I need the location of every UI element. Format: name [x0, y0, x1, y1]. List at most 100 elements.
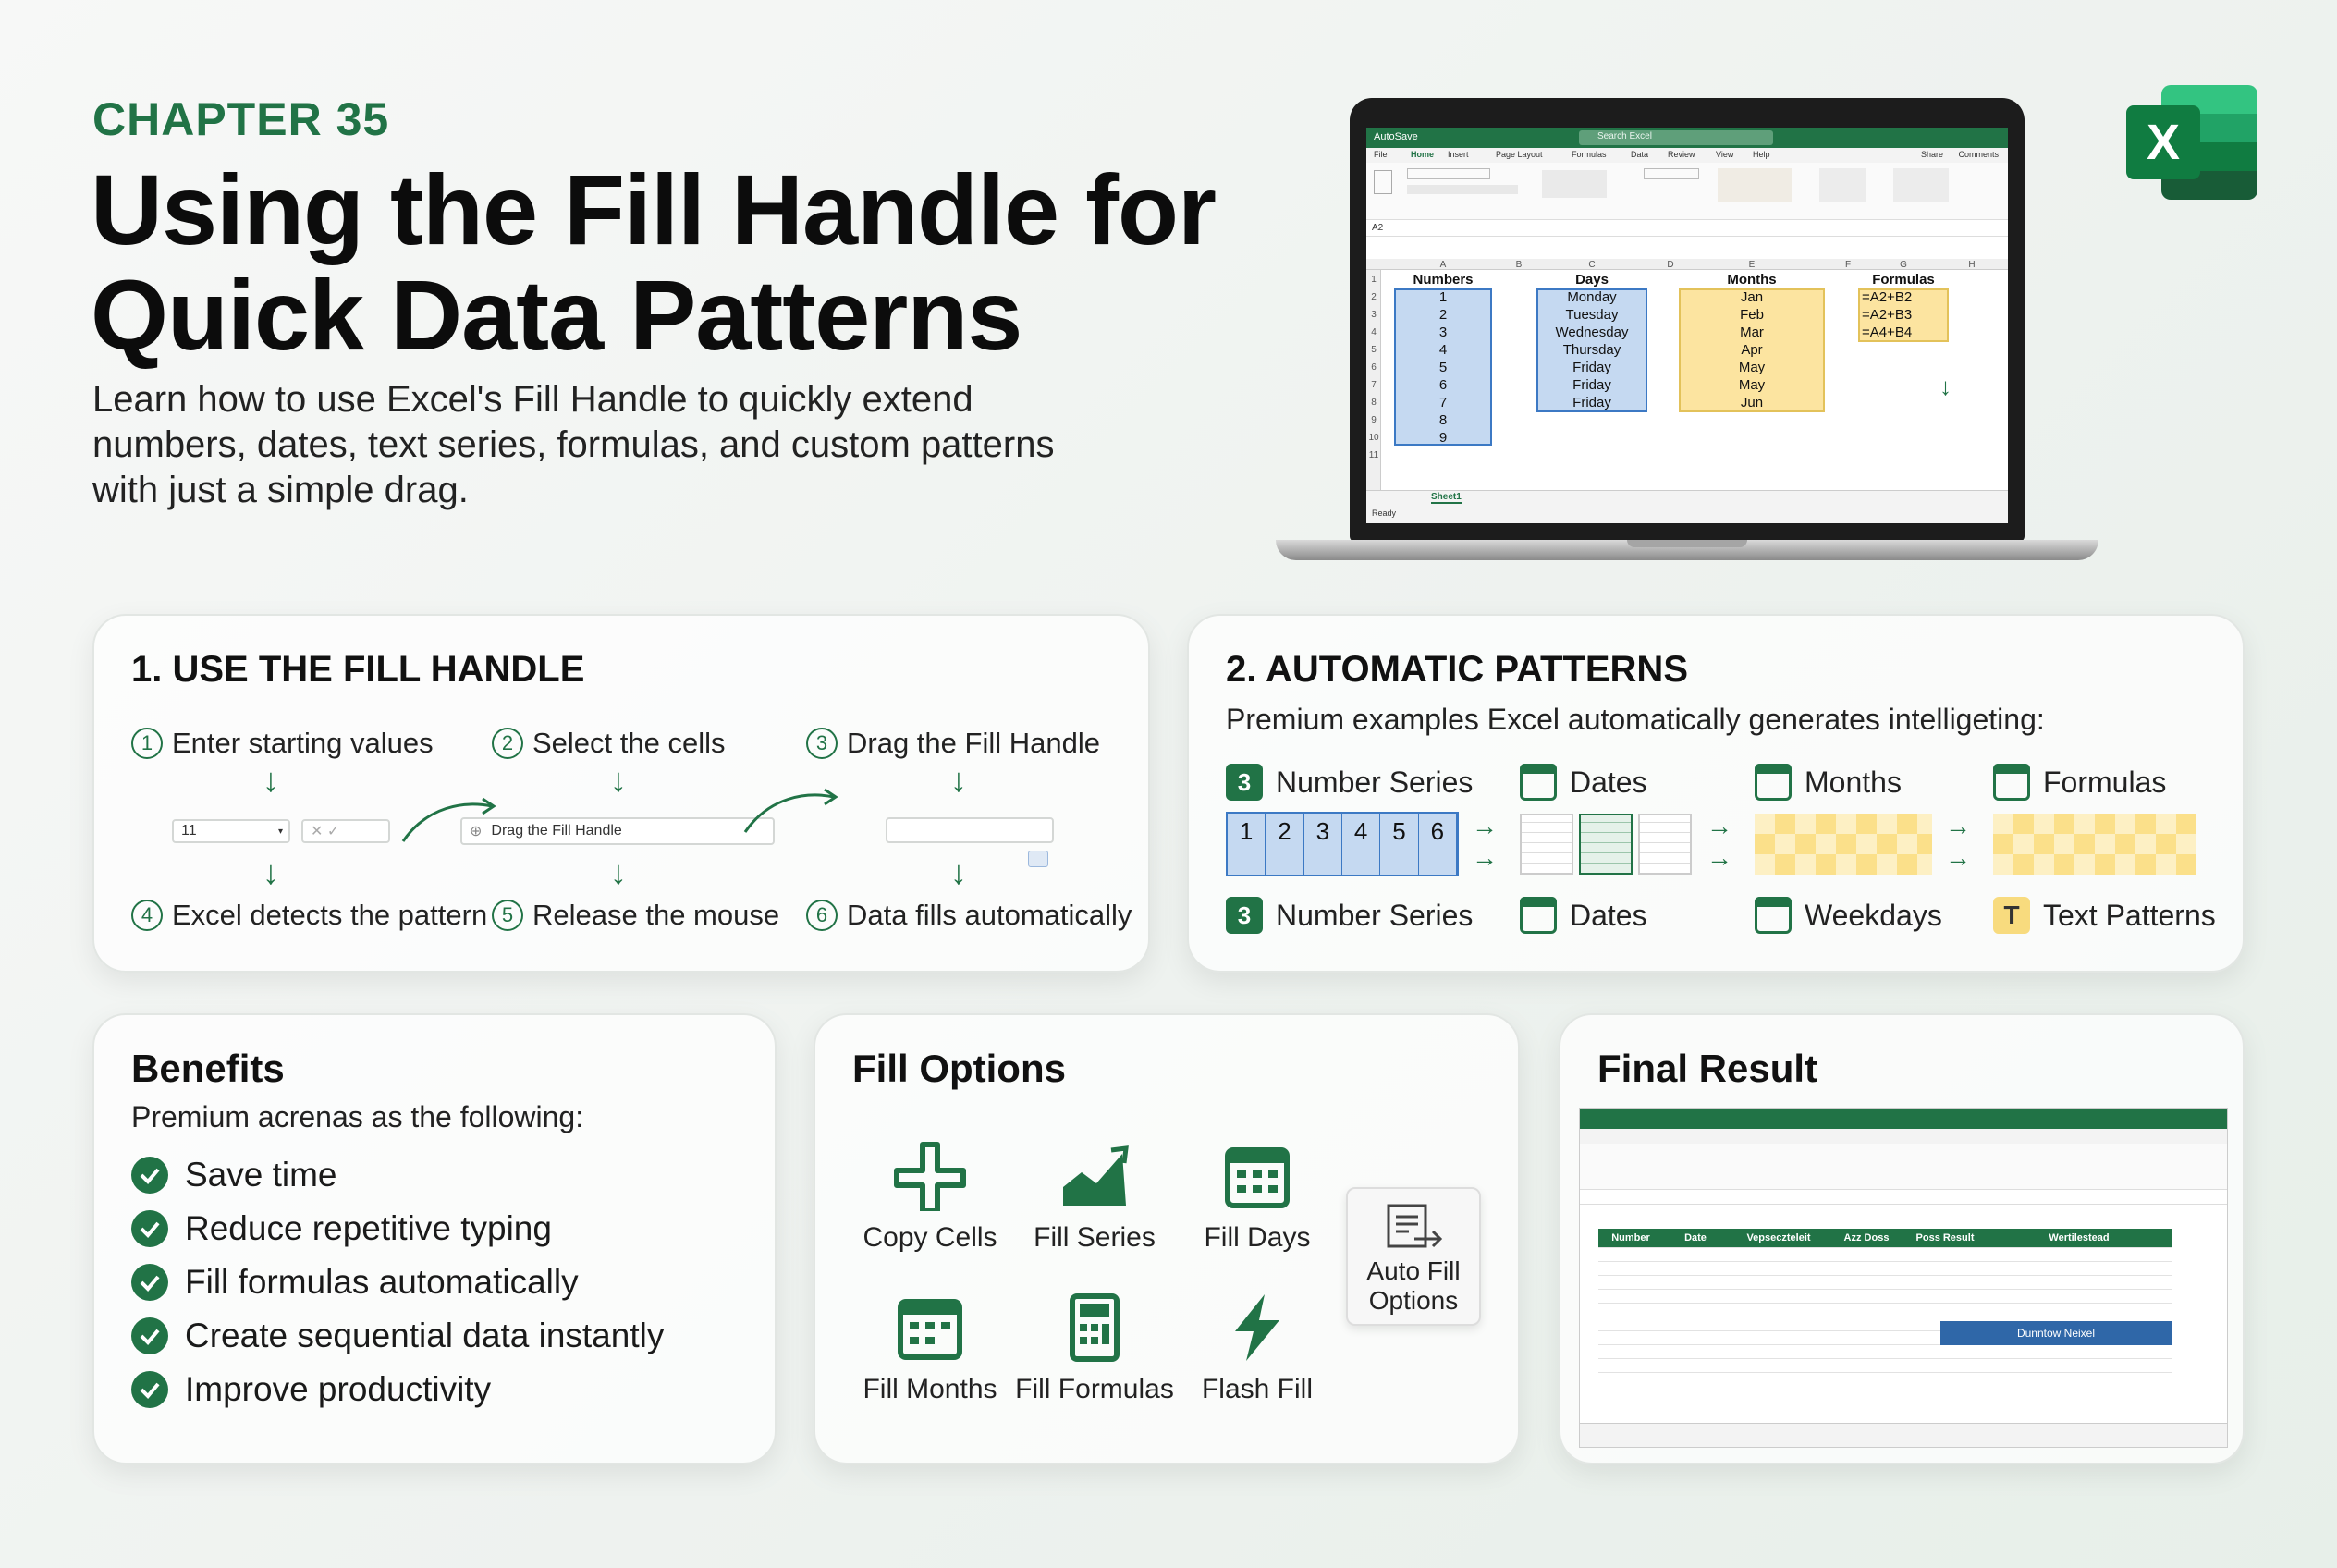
column-header-A[interactable]: A	[1439, 260, 1447, 270]
section1-title: 1. USE THE FILL HANDLE	[131, 649, 585, 690]
row-header[interactable]: 11	[1368, 450, 1379, 460]
column-header-G[interactable]: G	[1900, 260, 1907, 270]
page-subtitle: Learn how to use Excel's Fill Handle to …	[92, 379, 1055, 510]
cell-day[interactable]: Friday	[1572, 360, 1611, 375]
section2-subtitle: Premium examples Εxcel automatically gen…	[1226, 703, 2045, 736]
row-header[interactable]: 6	[1371, 362, 1377, 373]
benefits-subtitle: Premium acrenas as the following:	[131, 1100, 584, 1133]
cell-month[interactable]: May	[1738, 360, 1766, 375]
menu-item-formulas[interactable]: Formulas	[1572, 150, 1607, 159]
row-header[interactable]: 2	[1371, 292, 1377, 302]
number-cell: 6	[1419, 814, 1457, 875]
menu-item-data[interactable]: Data	[1631, 150, 1649, 159]
row-header[interactable]: 5	[1371, 345, 1377, 355]
row-header[interactable]: 3	[1371, 310, 1377, 320]
search-box[interactable]: Search Excel	[1579, 130, 1773, 145]
final-column-header: Vepseczteleit	[1746, 1232, 1811, 1243]
calendar-icon	[898, 1299, 962, 1360]
cell-formula[interactable]: =A2+B3	[1862, 307, 1913, 323]
cell-day[interactable]: Tuesday	[1565, 307, 1619, 323]
flash-fill-option[interactable]: Flash Fill	[1174, 1292, 1340, 1405]
column-header-H[interactable]: H	[1968, 260, 1976, 270]
menu-item-review[interactable]: Review	[1668, 150, 1695, 159]
cell-number[interactable]: 3	[1438, 325, 1448, 340]
menu-item-view[interactable]: View	[1716, 150, 1734, 159]
fill-days-option[interactable]: Fill Days	[1174, 1141, 1340, 1254]
column-header-E[interactable]: E	[1748, 260, 1756, 270]
share-button[interactable]: Share	[1920, 150, 1943, 159]
sheet-tab[interactable]: Sheet1	[1431, 492, 1462, 504]
cell-month[interactable]: May	[1738, 377, 1766, 393]
curved-arrow-2-icon	[743, 788, 838, 833]
cell-month[interactable]: Jan	[1740, 289, 1764, 305]
row-header[interactable]: 8	[1371, 398, 1377, 408]
fill-series-option[interactable]: Fill Series	[1011, 1141, 1178, 1254]
check-icon	[131, 1157, 168, 1194]
row-header[interactable]: 4	[1371, 327, 1377, 337]
step-number-badge: 4	[131, 900, 163, 931]
name-box[interactable]: A2	[1372, 223, 1384, 233]
column-header-C[interactable]: C	[1588, 260, 1596, 270]
number-series-icon: 3	[1226, 897, 1263, 934]
column-header-B[interactable]: B	[1515, 260, 1523, 270]
row-header[interactable]: 10	[1368, 433, 1379, 443]
cell-month[interactable]: Mar	[1740, 325, 1764, 340]
benefit-label: Reduce repetitive typing	[185, 1209, 552, 1247]
comments-button[interactable]: Comments	[1958, 150, 1999, 159]
text-icon: T	[1993, 897, 2030, 934]
cell-month[interactable]: Apr	[1741, 342, 1763, 358]
cell-number[interactable]: 4	[1438, 342, 1448, 358]
list-icon	[1755, 897, 1792, 934]
fill-options-card: Fill Options Copy Cells Fill Series Fill…	[814, 1013, 1520, 1464]
cell-number[interactable]: 9	[1438, 430, 1448, 446]
mini-value-box[interactable]: 11▾	[172, 819, 290, 843]
menu-item-insert[interactable]: Insert	[1448, 150, 1469, 159]
column-header-D[interactable]: D	[1667, 260, 1674, 270]
cell-number[interactable]: 5	[1438, 360, 1448, 375]
step-label: Drag the Fill Handle	[847, 727, 1100, 759]
column-header-F[interactable]: F	[1844, 260, 1852, 270]
status-bar-label: Ready	[1372, 508, 1397, 518]
cell-number[interactable]: 8	[1438, 412, 1448, 428]
row-header[interactable]: 7	[1371, 380, 1377, 390]
benefit-label: Save time	[185, 1156, 337, 1194]
step-number-badge: 5	[492, 900, 523, 931]
mini-drag-box[interactable]: ⊕Drag the Fill Handle	[460, 817, 775, 845]
menu-item-help[interactable]: Help	[1753, 150, 1770, 159]
fill-months-option[interactable]: Fill Months	[847, 1292, 1013, 1405]
cell-number[interactable]: 2	[1438, 307, 1448, 323]
cell-number[interactable]: 7	[1438, 395, 1448, 410]
menu-item-page-layout[interactable]: Page Layout	[1496, 150, 1543, 159]
fill-formulas-option[interactable]: Fill Formulas	[1011, 1292, 1178, 1405]
copy-cells-option[interactable]: Copy Cells	[847, 1141, 1013, 1254]
row-header[interactable]: 9	[1371, 415, 1377, 425]
cell-number[interactable]: 1	[1438, 289, 1448, 305]
step-label: Excel detects the pattern	[172, 899, 488, 931]
cell-month[interactable]: Jun	[1740, 395, 1764, 410]
auto-fill-options-button[interactable]: Auto Fill Options	[1346, 1187, 1481, 1326]
cell-day[interactable]: Friday	[1572, 395, 1611, 410]
row-header[interactable]: 1	[1371, 275, 1377, 285]
right-arrow-icon: →	[1707, 843, 1732, 872]
final-column-header: Number	[1611, 1232, 1650, 1243]
cell-formula[interactable]: =A4+B4	[1862, 325, 1913, 340]
benefits-title: Benefits	[131, 1047, 285, 1090]
menu-item-file[interactable]: File	[1374, 150, 1388, 159]
auto-fill-options-icon[interactable]	[1028, 851, 1048, 867]
cell-day[interactable]: Thursday	[1562, 342, 1621, 358]
pattern-dates: Dates	[1520, 764, 1647, 801]
step-label: Enter starting values	[172, 727, 434, 759]
menu-item-home[interactable]: Home	[1411, 150, 1435, 159]
cell-day[interactable]: Monday	[1567, 289, 1617, 305]
cell-formula[interactable]: =A2+B2	[1862, 289, 1913, 305]
cell-day[interactable]: Friday	[1572, 377, 1611, 393]
lightning-icon	[1235, 1294, 1279, 1361]
cell-day[interactable]: Wednesday	[1555, 325, 1629, 340]
cell-number[interactable]: 6	[1438, 377, 1448, 393]
benefit-item: Improve productivity	[131, 1370, 491, 1409]
cell-month[interactable]: Feb	[1740, 307, 1764, 323]
laptop-mockup: AutoSave Search Excel Share Comments Fil…	[1276, 92, 2098, 573]
